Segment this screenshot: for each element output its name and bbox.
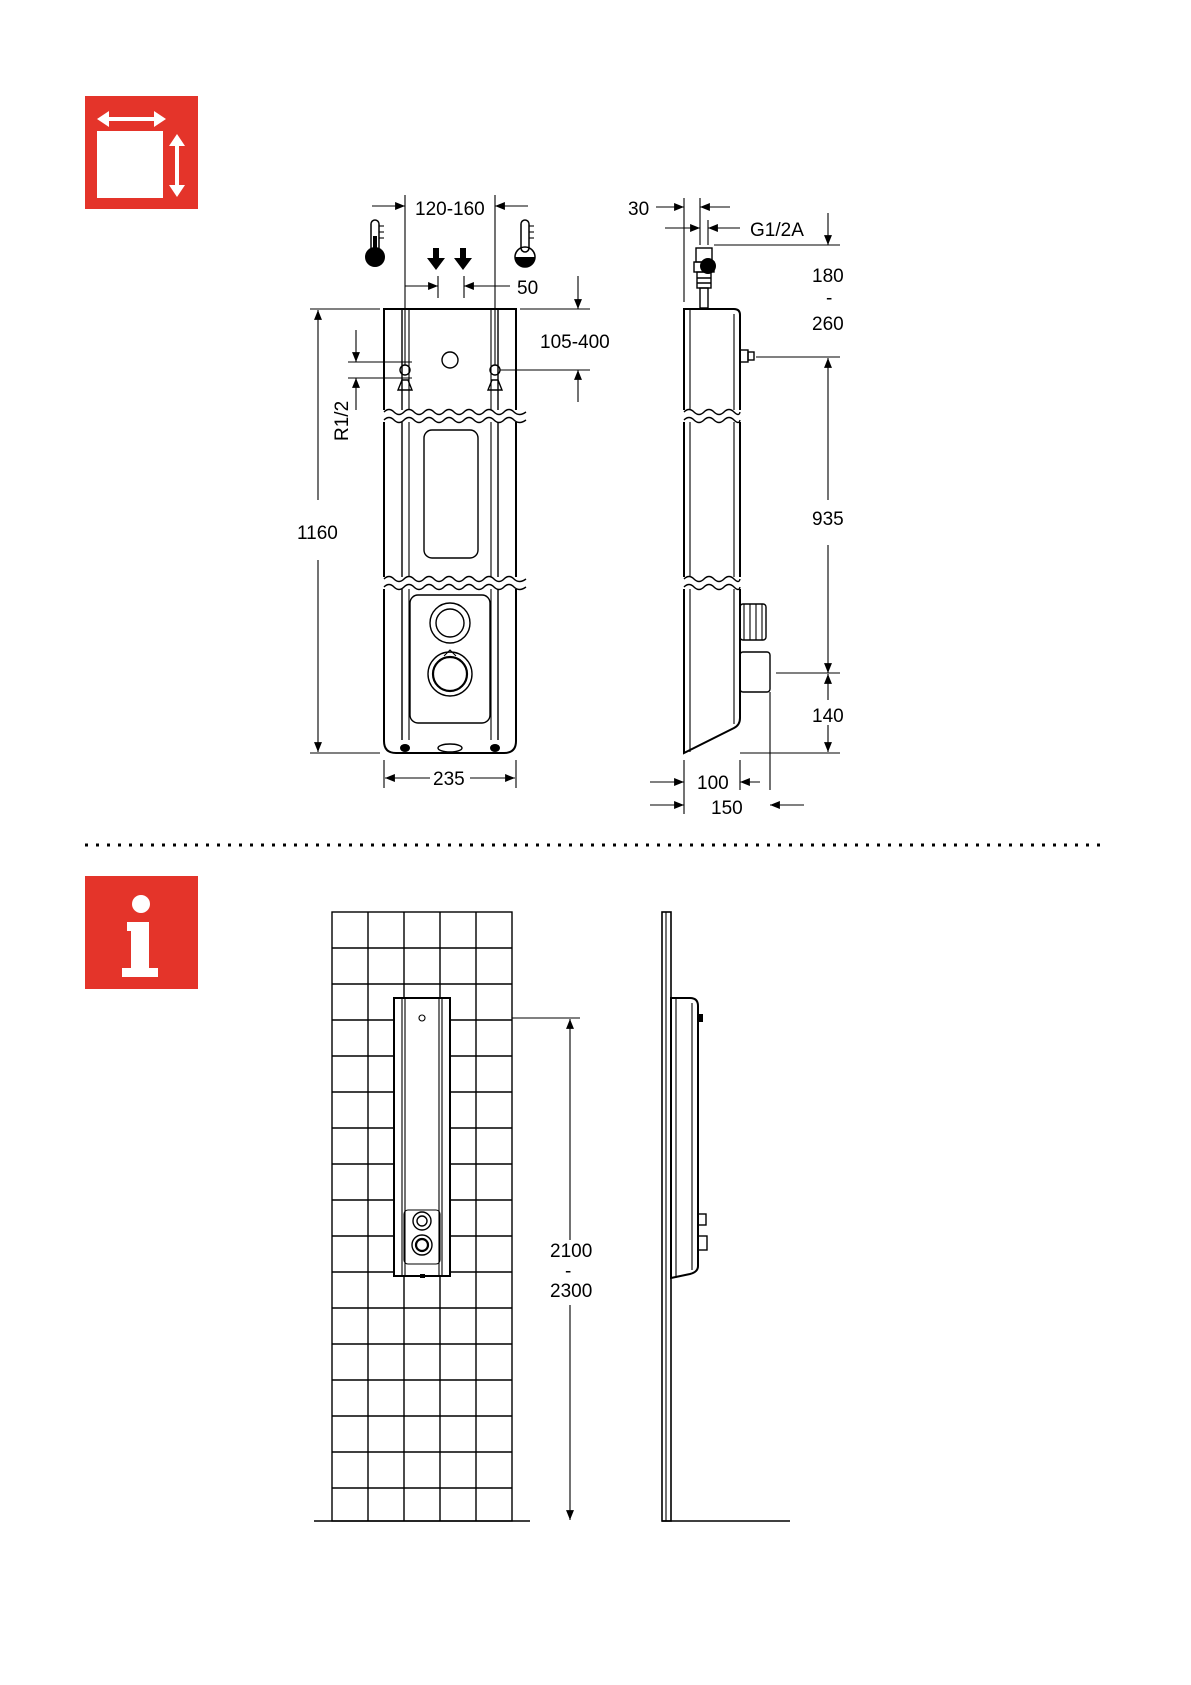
- dim-inlet-spacing: 120-160: [415, 199, 485, 220]
- dim-depth-body: 100: [697, 773, 729, 794]
- front-view: 120-160 50 105-400 R1/2 1160 235: [297, 195, 610, 790]
- dim-top-range-sep: -: [826, 288, 832, 309]
- info-icon: [85, 876, 198, 989]
- dim-depth-total: 150: [711, 798, 743, 819]
- thermometer-cold-icon: [515, 220, 535, 267]
- dim-mid-height: 935: [812, 509, 844, 530]
- installation-side-view: [662, 912, 790, 1521]
- dim-offset: 50: [517, 278, 538, 299]
- dim-top-range-min: 180: [812, 266, 844, 287]
- dim-thread: G1/2A: [750, 220, 804, 241]
- dimensions-icon: [85, 96, 198, 209]
- dim-width: 235: [433, 769, 465, 790]
- dim-top-range-max: 260: [812, 314, 844, 335]
- installation-front-view: 2100 - 2300: [314, 912, 592, 1521]
- thermometer-hot-icon: [365, 220, 385, 267]
- dim-install-height-min: 2100: [550, 1241, 592, 1262]
- dim-depth-top: 30: [628, 199, 649, 220]
- dim-install-height-max: 2300: [550, 1281, 592, 1302]
- dim-bottom-height: 140: [812, 706, 844, 727]
- dim-inlet-height: 105-400: [540, 332, 610, 353]
- side-view: 30 G1/2A 180 - 260 935 140 100 150: [628, 198, 844, 819]
- dim-height: 1160: [297, 523, 338, 544]
- dim-connection: R1/2: [332, 401, 353, 441]
- dim-install-height-sep: -: [565, 1261, 571, 1282]
- flow-arrows-icon: [427, 248, 472, 270]
